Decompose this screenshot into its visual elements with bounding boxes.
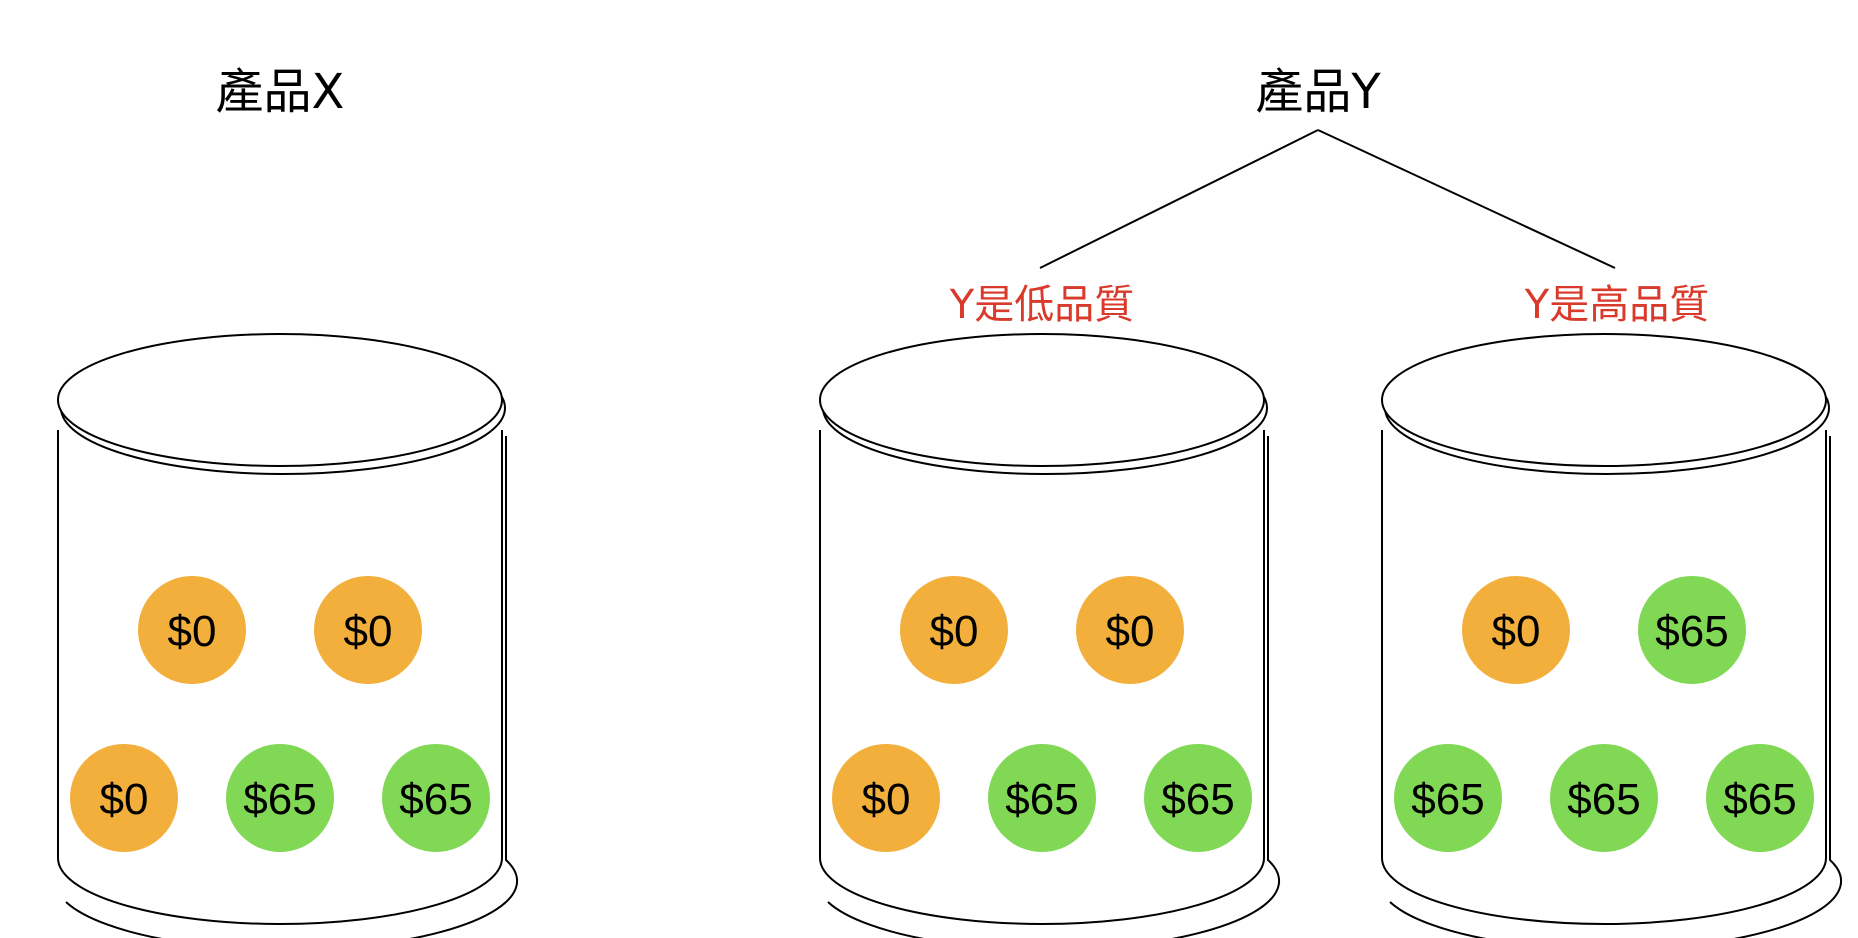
coin-label: $65 [1411,775,1484,824]
coin-zero: $0 [1462,576,1570,684]
coin-disc [832,744,940,852]
coin-label: $0 [344,607,393,656]
coin-label: $65 [399,775,472,824]
jar-lid [1381,333,1827,467]
jar-body-shadow [65,436,519,938]
coin-sixtyfive: $65 [1706,744,1814,852]
coin-disc [226,744,334,852]
coin-label: $0 [1106,607,1155,656]
coin-disc [70,744,178,852]
jar-body-shadow [1389,436,1843,938]
coin-label: $65 [1567,775,1640,824]
coin-label: $65 [243,775,316,824]
coin-label: $65 [1723,775,1796,824]
y-high-quality-label: Y是高品質 [1524,282,1709,328]
coin-label: $65 [1005,775,1078,824]
coin-label: $65 [1655,607,1728,656]
coin-label: $0 [862,775,911,824]
coin-sixtyfive: $65 [1638,576,1746,684]
coin-disc [1076,576,1184,684]
coin-zero: $0 [138,576,246,684]
jar-lid [819,333,1265,467]
coin-label: $0 [930,607,979,656]
coin-disc [314,576,422,684]
coin-label: $0 [168,607,217,656]
coin-zero: $0 [900,576,1008,684]
coin-zero: $0 [314,576,422,684]
jar-product-x: $0 $0 $0 $65 $65 [57,333,519,938]
coin-zero: $0 [1076,576,1184,684]
coin-sixtyfive: $65 [1144,744,1252,852]
jar-lid [57,333,503,467]
jar-body-shadow [827,436,1281,938]
coin-disc [1706,744,1814,852]
coin-sixtyfive: $65 [988,744,1096,852]
branch-line-low [1039,129,1319,269]
y-low-quality-label: Y是低品質 [949,282,1134,328]
coin-label: $65 [1161,775,1234,824]
branch-line-high [1317,129,1616,269]
coin-disc [1462,576,1570,684]
coin-zero: $0 [832,744,940,852]
coin-disc [1144,744,1252,852]
coin-sixtyfive: $65 [382,744,490,852]
coin-zero: $0 [70,744,178,852]
coin-disc [138,576,246,684]
jar-y-high-quality: $0 $65 $65 $65 $65 [1381,333,1843,938]
coin-label: $0 [1492,607,1541,656]
coin-disc [1550,744,1658,852]
coin-disc [988,744,1096,852]
coin-disc [1394,744,1502,852]
coin-sixtyfive: $65 [1394,744,1502,852]
jar-y-low-quality: $0 $0 $0 $65 $65 [819,333,1281,938]
product-y-title: 產品Y [1255,64,1381,120]
coin-sixtyfive: $65 [1550,744,1658,852]
coin-disc [382,744,490,852]
coin-sixtyfive: $65 [226,744,334,852]
coin-label: $0 [100,775,149,824]
coin-disc [1638,576,1746,684]
product-x-title: 產品X [216,64,345,120]
coin-disc [900,576,1008,684]
